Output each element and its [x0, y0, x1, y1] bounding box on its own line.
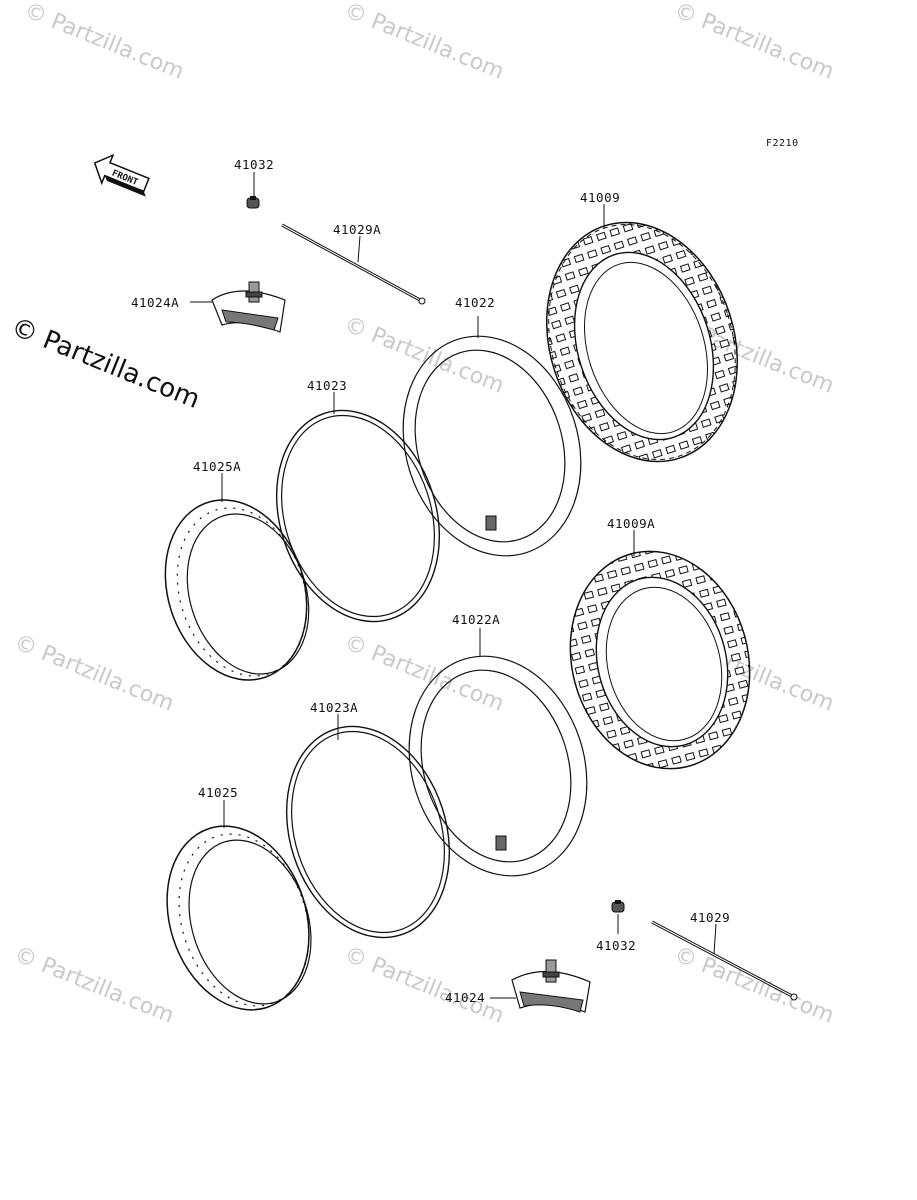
- part-label: 41024A: [131, 295, 180, 310]
- part-label: 41032: [234, 157, 275, 172]
- part-label: 41022: [455, 295, 496, 310]
- part-label: 41009A: [607, 516, 656, 531]
- part-label: 41025A: [193, 459, 242, 474]
- front-arrow-icon: FRONT: [93, 153, 150, 197]
- rim-band-bottom: [285, 714, 451, 939]
- valve-cap-top: [246, 172, 260, 209]
- rod-41029A: [281, 223, 426, 305]
- rim-lock-top: [190, 281, 286, 333]
- rim-top: [164, 473, 310, 681]
- part-label: 41032: [596, 938, 637, 953]
- tube-top: [402, 316, 582, 557]
- part-label: 41022A: [452, 612, 501, 627]
- figure-code: F2210: [766, 138, 799, 149]
- tire-middle: [569, 530, 751, 770]
- rim-bottom: [166, 800, 312, 1011]
- part-label: 41025: [198, 785, 239, 800]
- tire-top: [545, 204, 739, 463]
- valve-cap-bottom: [611, 900, 625, 934]
- part-label: 41029: [690, 910, 731, 925]
- part-label: 41023A: [310, 700, 359, 715]
- tube-middle: [408, 628, 588, 877]
- part-label: 41009: [580, 190, 621, 205]
- part-label: 41023: [307, 378, 348, 393]
- part-label: 41029A: [333, 222, 382, 237]
- rod-41029: [651, 920, 798, 1001]
- part-label: 41024: [445, 990, 486, 1005]
- rim-band-top: [275, 392, 441, 623]
- rim-lock-bottom: [490, 959, 591, 1013]
